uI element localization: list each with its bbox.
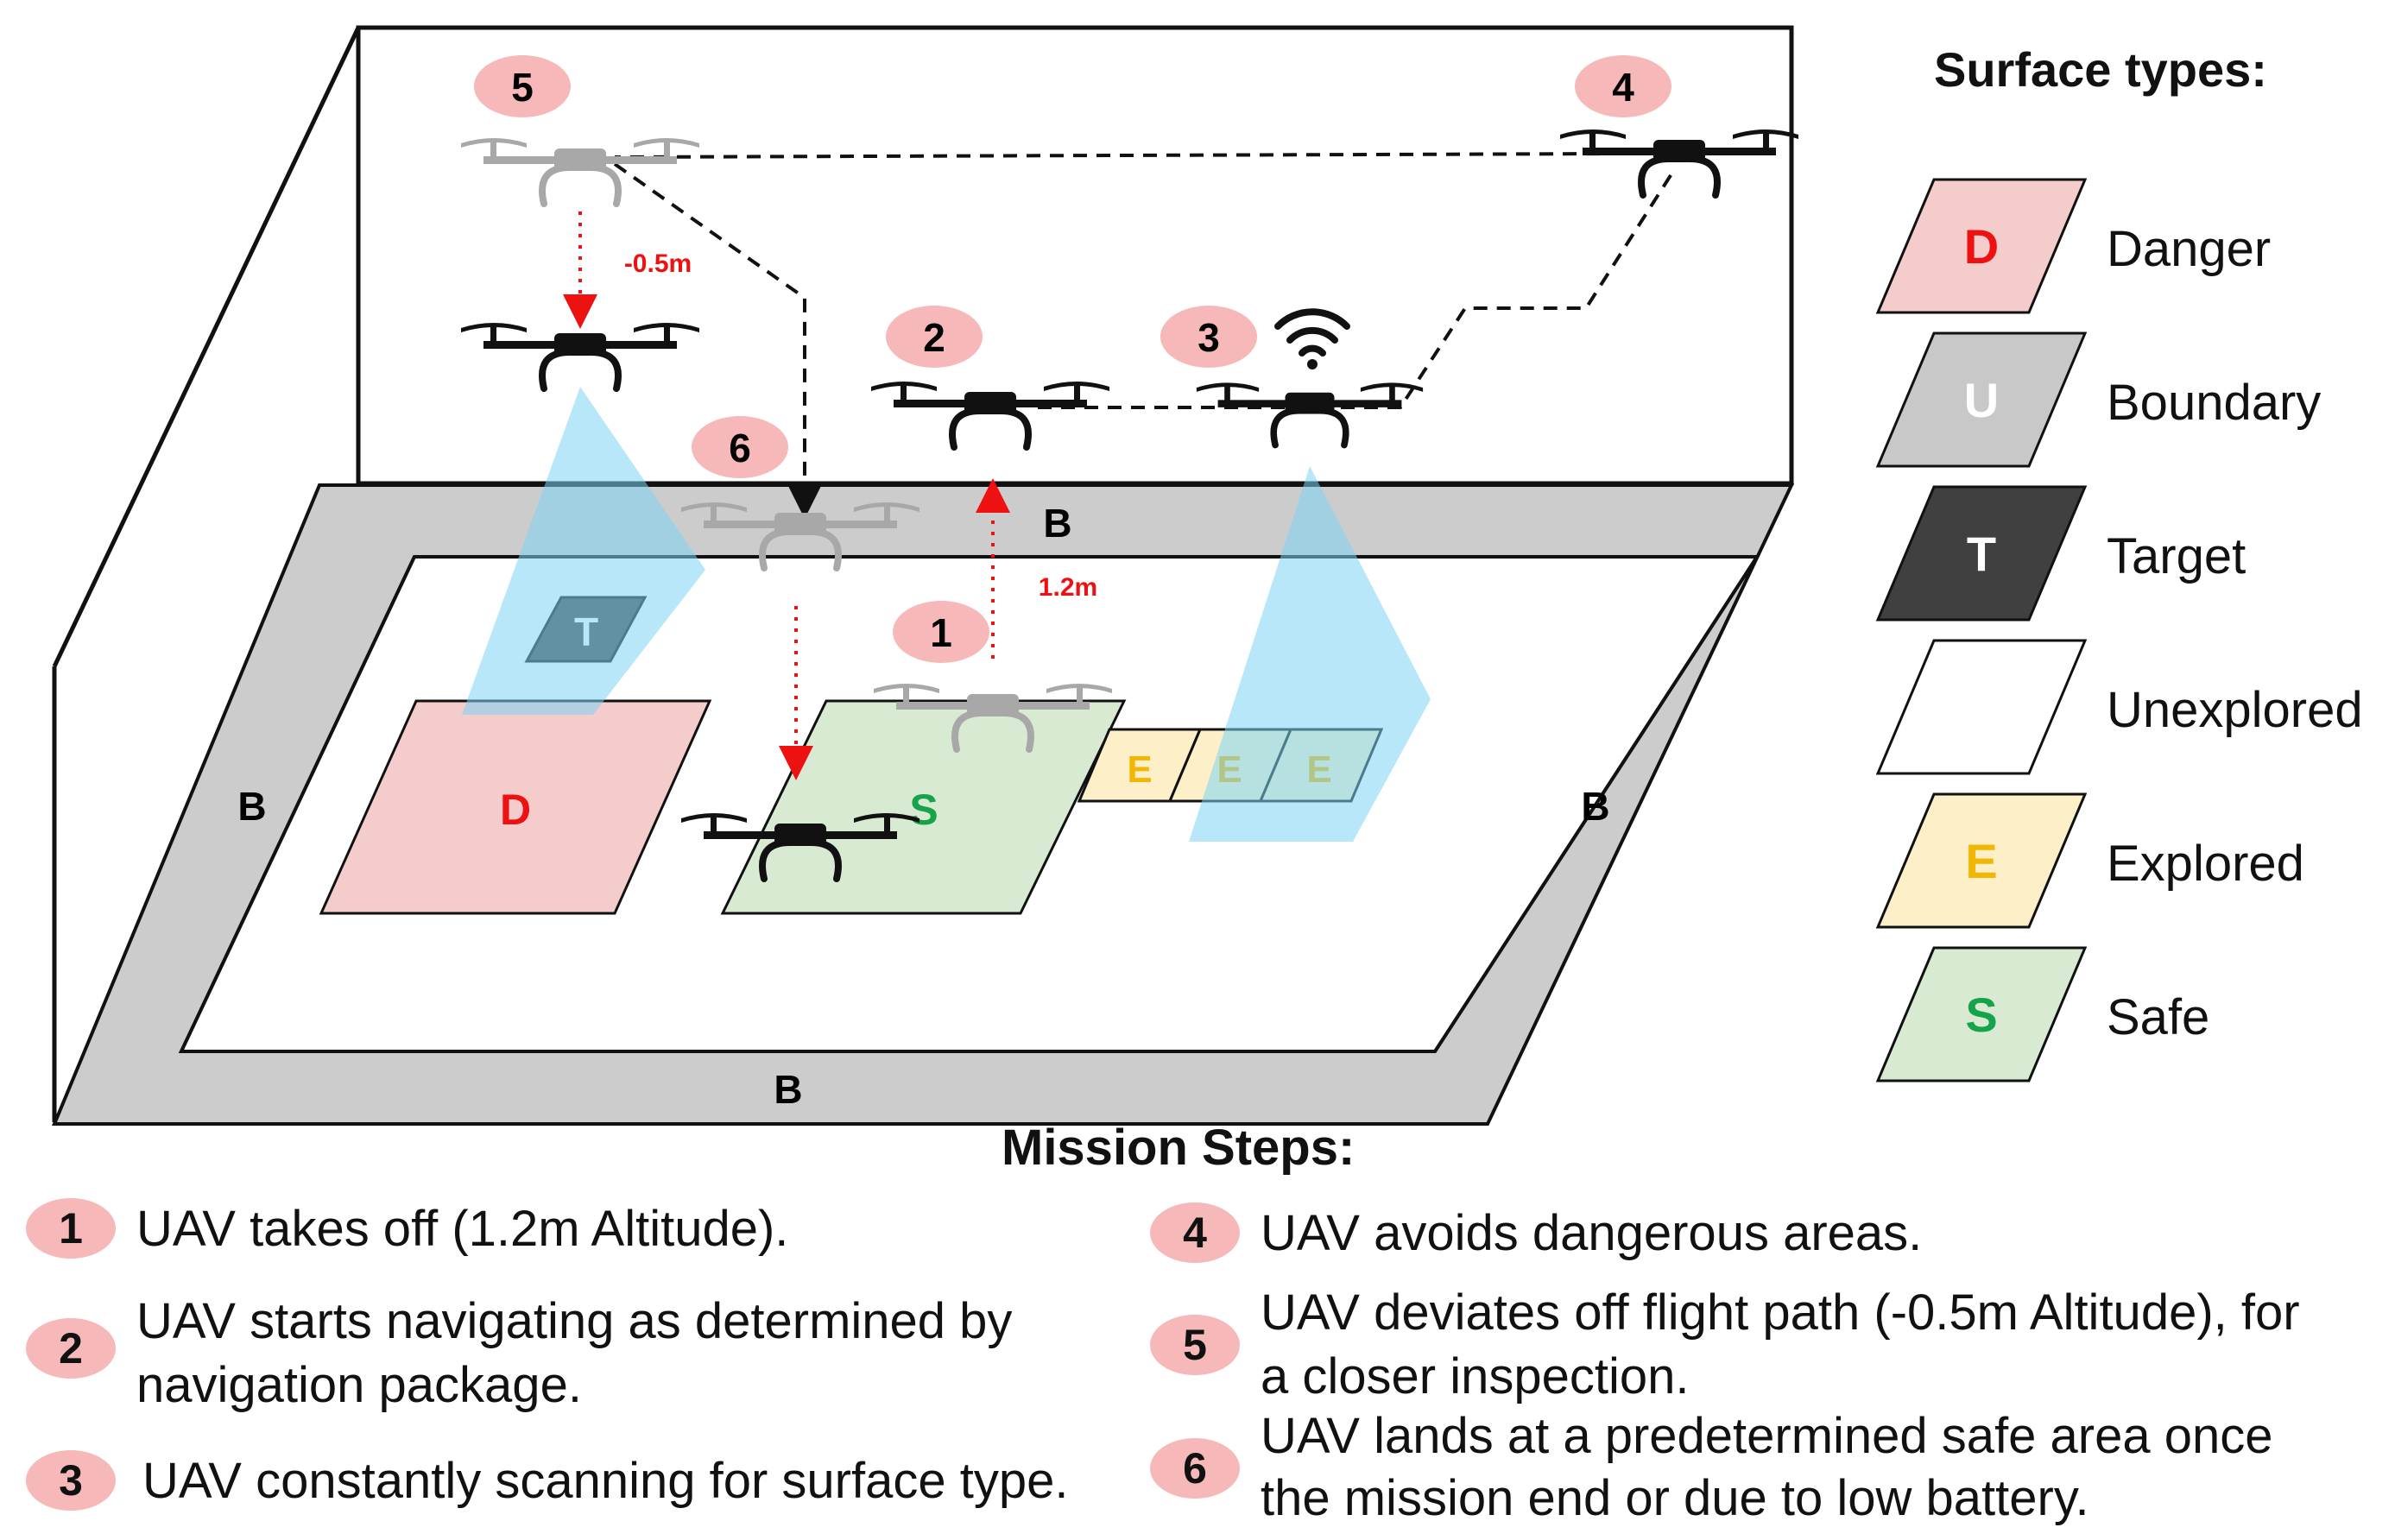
legend-label-target: Target [2107, 528, 2246, 584]
step-text-line-2: navigation package. [136, 1357, 582, 1413]
boundary-label-front: B [774, 1067, 802, 1112]
svg-text:3: 3 [1198, 315, 1220, 360]
legend-label-danger: Danger [2107, 221, 2272, 277]
svg-text:S: S [1965, 988, 1997, 1042]
step-badge: 1 [26, 1198, 116, 1259]
safe-tile-label: S [909, 786, 938, 834]
step-badge: 5 [1150, 1315, 1240, 1375]
legend-swatch-unexplored [1875, 639, 2088, 775]
flight-path [613, 152, 1674, 519]
step-badge: 2 [26, 1318, 116, 1379]
safe-tile [720, 699, 1127, 915]
step-text-line-1: UAV lands at a predetermined safe area o… [1261, 1408, 2273, 1464]
legend-label-safe: Safe [2107, 989, 2210, 1045]
explored-tile-1-label: E [1127, 748, 1152, 791]
legend-label-unexplored: Unexplored [2107, 682, 2363, 738]
svg-text:D: D [1964, 219, 1999, 274]
svg-text:T: T [1967, 527, 1996, 581]
scan-cone-explored [1189, 466, 1431, 842]
takeoff-altitude-label: 1.2m [1039, 573, 1097, 602]
legend-letters: D U T E S [1964, 219, 1999, 1042]
step-badge: 3 [26, 1450, 116, 1511]
boundary-label-back: B [1043, 501, 1071, 546]
legend-swatch-boundary [1875, 331, 2088, 468]
svg-text:5: 5 [511, 65, 534, 110]
descent-altitude-label: -0.5m [624, 249, 692, 278]
mission-steps-title: Mission Steps: [1002, 1120, 1355, 1176]
legend-swatches [1875, 178, 2088, 1082]
step-text: UAV constantly scanning for surface type… [142, 1453, 1069, 1509]
svg-text:6: 6 [729, 426, 751, 470]
legend-label-explored: Explored [2107, 836, 2304, 892]
danger-tile [319, 699, 712, 915]
legend-swatch-safe [1875, 946, 2088, 1082]
drone-inspect [461, 323, 699, 388]
boundary-label-right: B [1581, 784, 1609, 829]
step-badge: 4 [1150, 1202, 1240, 1263]
drone-navigate [871, 382, 1109, 447]
svg-text:U: U [1964, 373, 1999, 427]
wifi-icon [1274, 308, 1350, 369]
step-text-line-1: UAV deviates off flight path (-0.5m Alti… [1261, 1284, 2300, 1341]
step-badge: 6 [1150, 1438, 1240, 1499]
svg-text:4: 4 [1612, 65, 1634, 110]
step-text-line-2: a closer inspection. [1261, 1348, 1690, 1404]
altitude-arrows [563, 211, 1010, 780]
step-text-line-2: the mission end or due to low battery. [1261, 1470, 2089, 1526]
drone-scanning [1197, 382, 1423, 445]
legend-swatch-target [1875, 485, 2088, 622]
step-text: UAV takes off (1.2m Altitude). [136, 1201, 789, 1257]
svg-text:1: 1 [930, 610, 952, 655]
scene-badges: 5 4 2 3 6 1 [474, 55, 1671, 663]
scan-cone-target [462, 387, 705, 715]
step-text-line-1: UAV starts navigating as determined by [136, 1293, 1013, 1349]
drone-avoid [1560, 129, 1798, 195]
legend-swatch-danger [1875, 178, 2088, 314]
step-text: UAV avoids dangerous areas. [1261, 1205, 1923, 1261]
boundary-label-left: B [237, 784, 266, 829]
legend-label-boundary: Boundary [2107, 375, 2322, 431]
svg-text:E: E [1965, 834, 1997, 888]
drone-ghost-deviate [461, 138, 699, 204]
legend-title: Surface types: [1934, 42, 2267, 97]
danger-tile-label: D [500, 786, 531, 834]
legend-swatch-explored [1875, 792, 2088, 929]
svg-text:2: 2 [923, 315, 945, 360]
